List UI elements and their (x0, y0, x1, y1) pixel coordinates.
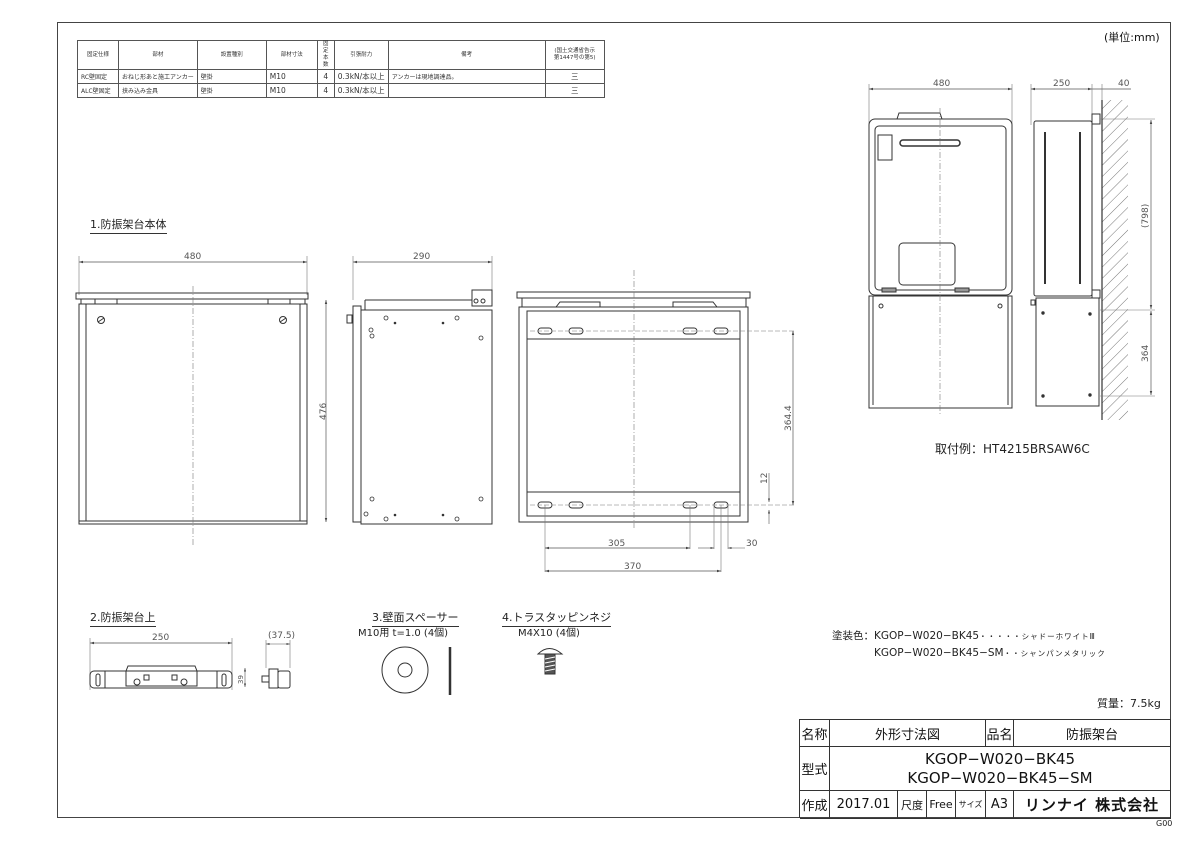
dim-example-stand-height: 364 (1141, 345, 1151, 362)
truss-screw-drawing (536, 648, 564, 675)
dim-top-375: (37.5) (268, 631, 295, 641)
tb-scale-value: Free (927, 791, 956, 819)
header-tensile: 引張耐力 (333, 40, 389, 70)
dim-back-305: 305 (608, 539, 625, 549)
header-count: 固定 本数 (316, 40, 335, 70)
section-1-title: 1.防振架台本体 (90, 216, 167, 234)
section-4-title: 4.トラスタッピンネジ (502, 609, 612, 627)
tb-model-values: KGOP−W020−BK45 KGOP−W020−BK45−SM (830, 747, 1171, 791)
unit-label: (単位:mm) (1104, 31, 1160, 44)
cell-size: M10 (265, 83, 318, 98)
dim-example-width: 480 (933, 79, 950, 89)
mass-label: 質量：7.5kg (1097, 697, 1161, 710)
back-view (516, 270, 795, 573)
dim-example-heater-height: (798) (1141, 204, 1151, 228)
dim-back-370: 370 (624, 562, 641, 572)
mounting-example-label: 取付例：HT4215BRSAW6C (935, 442, 1090, 456)
mounting-example-front (868, 84, 1013, 415)
header-remarks: 備考 (387, 40, 546, 70)
wall-spacer-drawing (381, 646, 452, 695)
tb-company: リンナイ 株式会社 (1014, 791, 1171, 819)
tb-model-label: 型式 (800, 747, 830, 791)
front-view (75, 256, 328, 545)
header-spec: 固定仕様 (77, 40, 119, 70)
paint-model-1: KGOP−W020−BK45 (874, 630, 980, 642)
section-3-subtitle: M10用 t=1.0 (4個) (358, 628, 449, 639)
top-bracket-drawing (89, 638, 291, 690)
dim-back-hole-small: 12 (760, 473, 770, 484)
tb-created-label: 作成 (800, 791, 830, 819)
paint-color-1: ・・・・・シャドーホワイトⅢ (979, 632, 1096, 641)
tb-product-label: 品名 (986, 720, 1014, 747)
header-notice: (国土交通省告示 第1447号の第5) (544, 40, 605, 70)
dim-side-depth: 290 (413, 252, 430, 262)
drawing-frame (57, 22, 1171, 818)
tb-name-value: 外形寸法図 (830, 720, 986, 747)
cell-spec: ALC壁固定 (77, 83, 119, 98)
table-row: ALC壁固定 挟み込み金具 壁掛 M10 4 0.3kN/本以上 三 (77, 83, 605, 98)
paint-label: 塗装色： (832, 630, 874, 642)
title-block: 名称 外形寸法図 品名 防振架台 型式 KGOP−W020−BK45 KGOP−… (799, 719, 1171, 819)
dim-top-250: 250 (152, 633, 169, 643)
mounting-example-side (1030, 84, 1155, 420)
tb-created-value: 2017.01 (830, 791, 898, 819)
tb-scale-label: 尺度 (898, 791, 927, 819)
section-3-title: 3.壁面スペーサー (372, 609, 459, 627)
sheet-code: G00 (1156, 819, 1173, 828)
paint-color-2: ・・シャンパンメタリック (1003, 649, 1106, 658)
fixing-spec-table: 固定仕様 部材 設置種別 部材寸法 固定 本数 引張耐力 備考 (国土交通省告示… (77, 40, 605, 98)
side-view (346, 256, 493, 525)
cell-install: 壁掛 (196, 83, 267, 98)
section-4-subtitle: M4X10 (4個) (518, 628, 580, 639)
cell-notice: 三 (544, 83, 605, 98)
tb-model-2: KGOP−W020−BK45−SM (907, 768, 1093, 787)
tb-size-value: A3 (986, 791, 1014, 819)
tb-size-label: サイズ (956, 791, 986, 819)
dim-example-wall: 40 (1118, 79, 1130, 89)
cell-part: 挟み込み金具 (118, 83, 198, 98)
table-header-row: 固定仕様 部材 設置種別 部材寸法 固定 本数 引張耐力 備考 (国土交通省告示… (77, 40, 605, 70)
dim-back-hole-vertical: 364.4 (784, 405, 794, 431)
paint-color-spec: 塗装色：KGOP−W020−BK45・・・・・シャドーホワイトⅢ KGOP−W0… (832, 628, 1106, 662)
cell-count: 4 (316, 83, 335, 98)
dim-example-depth: 250 (1053, 79, 1070, 89)
tb-model-1: KGOP−W020−BK45 (924, 749, 1076, 768)
dim-back-30: 30 (746, 539, 758, 549)
section-2-title: 2.防振架台上 (90, 609, 156, 627)
tb-name-label: 名称 (800, 720, 830, 747)
dim-front-width: 480 (184, 252, 201, 262)
paint-model-2: KGOP−W020−BK45−SM (874, 647, 1004, 659)
dim-top-39: 39 (237, 675, 245, 684)
tb-product-value: 防振架台 (1014, 720, 1171, 747)
dim-front-height: 476 (319, 403, 329, 420)
